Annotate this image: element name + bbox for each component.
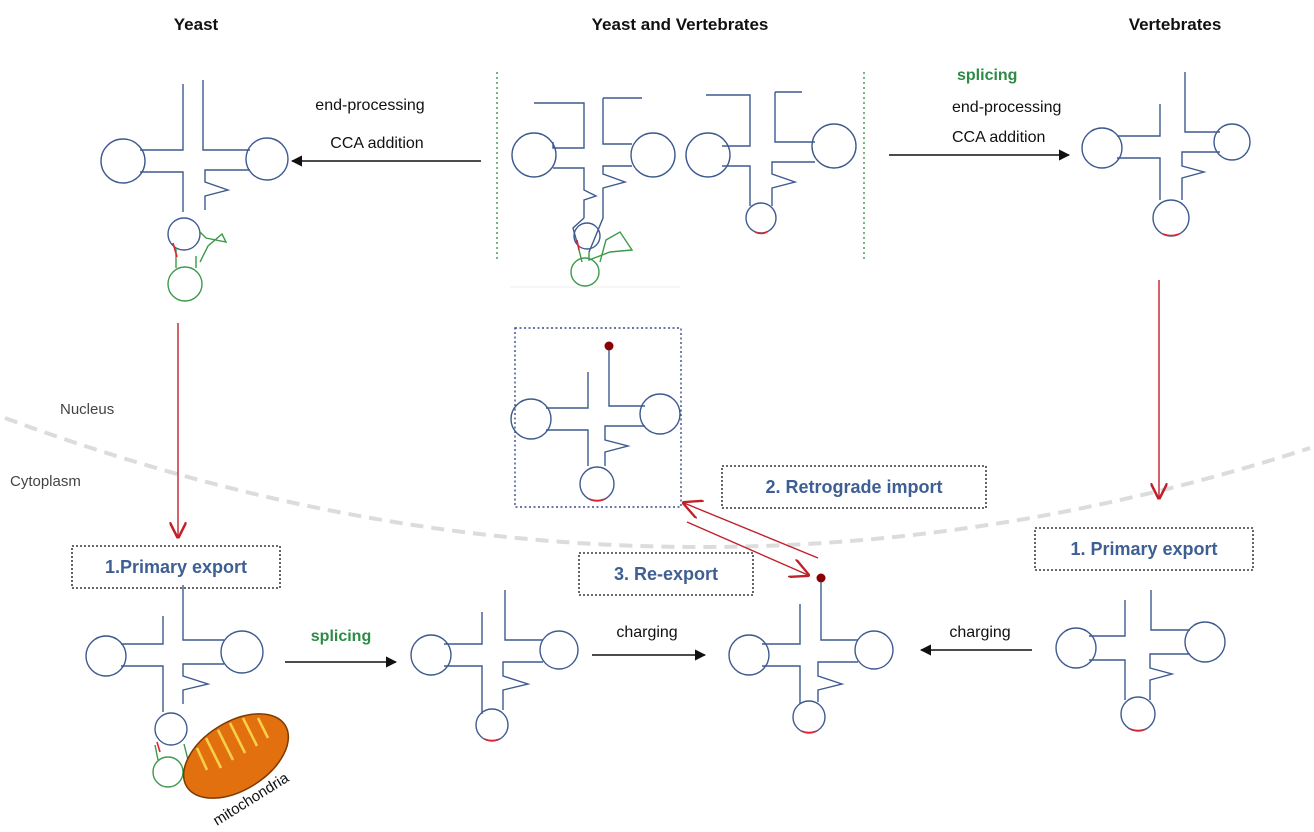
arrow-retrograde-import bbox=[684, 503, 819, 559]
spliced-trna bbox=[410, 590, 579, 742]
nuclear-envelope bbox=[4, 416, 1311, 549]
label-charging-right: charging bbox=[949, 624, 1010, 641]
nucleus-label: Nucleus bbox=[60, 401, 114, 418]
label-splicing-bottom: splicing bbox=[311, 628, 371, 645]
retrograde-import-label: 2. Retrograde import bbox=[765, 477, 942, 497]
yeast-trna-bottom bbox=[85, 585, 264, 788]
imported-trna-box bbox=[514, 327, 682, 508]
charged-trna bbox=[728, 573, 894, 734]
header-vertebrates: Vertebrates bbox=[1129, 15, 1222, 34]
imported-trna bbox=[510, 341, 681, 502]
label-end-processing-vertebrates: end-processing bbox=[952, 99, 1061, 116]
yeast-trna-top bbox=[100, 80, 289, 302]
box-retrograde-import: 2. Retrograde import bbox=[721, 465, 987, 509]
cytoplasm-label: Cytoplasm bbox=[10, 473, 81, 490]
box-primary-export-left: 1.Primary export bbox=[71, 545, 281, 589]
box-primary-export-right: 1. Primary export bbox=[1034, 527, 1254, 571]
primary-export-right-label: 1. Primary export bbox=[1070, 539, 1217, 559]
header-yeast-and-vertebrates: Yeast and Vertebrates bbox=[592, 15, 769, 34]
mitochondria: mitochondria bbox=[182, 713, 293, 829]
header-yeast: Yeast bbox=[174, 15, 219, 34]
aminoacyl-dot-icon-bottom bbox=[816, 573, 826, 583]
vertebrate-pre-trna bbox=[685, 91, 857, 235]
mitochondria-icon bbox=[182, 713, 290, 799]
label-end-processing-yeast: end-processing bbox=[315, 97, 424, 114]
arrow-re-export bbox=[686, 521, 808, 575]
label-charging-left: charging bbox=[616, 624, 677, 641]
box-re-export: 3. Re-export bbox=[578, 552, 754, 596]
aminoacyl-dot-icon bbox=[604, 341, 614, 351]
primary-export-left-label: 1.Primary export bbox=[105, 557, 247, 577]
re-export-label: 3. Re-export bbox=[614, 564, 718, 584]
yeast-pre-trna bbox=[511, 97, 676, 287]
vertebrate-trna-bottom bbox=[1055, 590, 1226, 732]
label-cca-addition-yeast: CCA addition bbox=[330, 135, 423, 152]
label-cca-addition-vertebrates: CCA addition bbox=[952, 129, 1045, 146]
vertebrate-trna-top bbox=[1081, 72, 1251, 237]
label-splicing-top: splicing bbox=[957, 67, 1017, 84]
